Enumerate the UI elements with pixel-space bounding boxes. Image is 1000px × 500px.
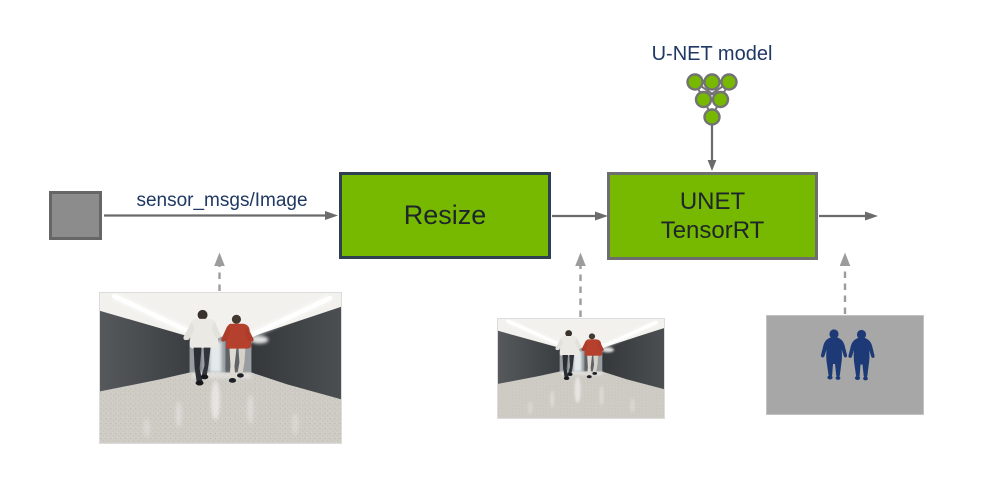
resized-image: [497, 318, 665, 419]
model-to-unet-arrow: [707, 124, 717, 171]
resize-node-label: Resize: [403, 200, 487, 230]
segmentation-dashed-arrow: [839, 252, 851, 314]
resize-to-unet-arrow: [552, 211, 608, 221]
resized-dashed-arrow: [575, 252, 586, 317]
segmentation-output-image: [766, 315, 924, 415]
source-node: [49, 191, 102, 240]
camera-image: [99, 292, 342, 444]
output-arrow: [819, 211, 878, 221]
segmentation-background: [767, 316, 923, 414]
input-edge-label: sensor_msgs/Image: [136, 190, 308, 211]
unet-tensorrt-node: UNET TensorRT: [607, 172, 818, 260]
unet-node-label-line2: TensorRT: [660, 217, 765, 244]
input-arrow: [104, 211, 338, 220]
model-label: U-NET model: [651, 43, 773, 65]
unet-node-label-line1: UNET: [679, 188, 746, 215]
neural-network-icon: [686, 73, 738, 126]
camera-dashed-arrow: [214, 252, 225, 291]
resize-node: Resize: [339, 172, 551, 259]
